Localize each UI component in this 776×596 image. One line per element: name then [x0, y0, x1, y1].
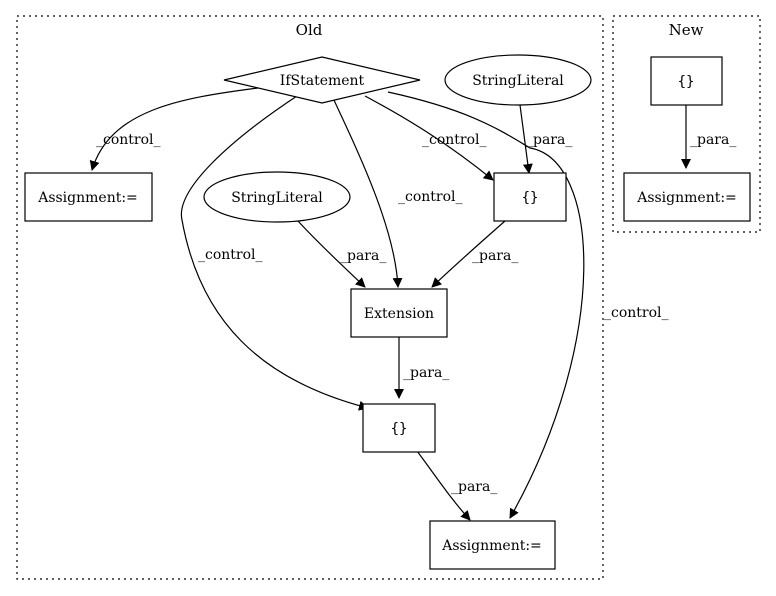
edge-extension-to-braces-mid: _para_	[394, 337, 449, 399]
cluster-old-label: Old	[296, 21, 323, 39]
node-if-statement: IfStatement	[223, 56, 421, 104]
edge-label: _control_	[96, 132, 161, 148]
edge-label: _para_	[526, 132, 572, 148]
edge-if-to-assignment-bottom: _control_	[387, 91, 669, 519]
node-string-literal-2: StringLiteral	[203, 171, 351, 223]
edge-braces-mid-to-assignment-bottom: _para_	[416, 450, 497, 521]
edge-if-to-extension: _control_	[332, 97, 463, 288]
edge-stringliteral1-to-braces-right: _para_	[519, 104, 572, 174]
edge-label: _para_	[403, 365, 449, 381]
edge-label: _control_	[422, 132, 487, 148]
edge-braces-right-to-extension: _para_	[431, 220, 518, 288]
node-label: {}	[391, 421, 408, 437]
node-string-literal-1: StringLiteral	[444, 54, 592, 106]
node-label: Extension	[364, 306, 434, 322]
node-new-braces: {}	[650, 56, 723, 106]
node-braces-mid: {}	[362, 403, 436, 453]
node-extension: Extension	[350, 288, 448, 338]
cluster-old: Old	[16, 15, 604, 580]
edge-if-to-braces-right: _control_	[364, 95, 494, 181]
node-label: Assignment:=	[441, 538, 542, 554]
edge-label: _para_	[451, 479, 497, 495]
node-assignment-left: Assignment:=	[24, 172, 153, 222]
edge-stringliteral2-to-extension: _para_	[297, 220, 386, 288]
edge-if-to-braces-mid: _control_	[180, 93, 369, 411]
edge-new-braces-to-new-assignment: _para_	[681, 105, 736, 169]
edge-label: _control_	[604, 305, 669, 321]
edge-label: _para_	[472, 248, 518, 264]
node-new-assignment: Assignment:=	[623, 172, 751, 222]
node-label: {}	[678, 74, 695, 90]
edge-label: _control_	[398, 189, 463, 205]
cluster-new: New	[612, 15, 761, 233]
node-label: Assignment:=	[37, 190, 138, 206]
edge-label: _control_	[198, 247, 263, 263]
node-label: {}	[522, 190, 539, 206]
edge-label: _para_	[340, 248, 386, 264]
node-label: StringLiteral	[472, 73, 564, 89]
node-label: Assignment:=	[636, 190, 737, 206]
edge-if-to-assignment-left: _control_	[89, 87, 259, 171]
node-label: StringLiteral	[231, 190, 323, 206]
node-braces-right: {}	[493, 172, 567, 222]
node-assignment-bottom: Assignment:=	[429, 520, 556, 570]
cluster-new-label: New	[669, 21, 704, 39]
node-label: IfStatement	[280, 73, 365, 89]
edge-label: _para_	[690, 132, 736, 148]
